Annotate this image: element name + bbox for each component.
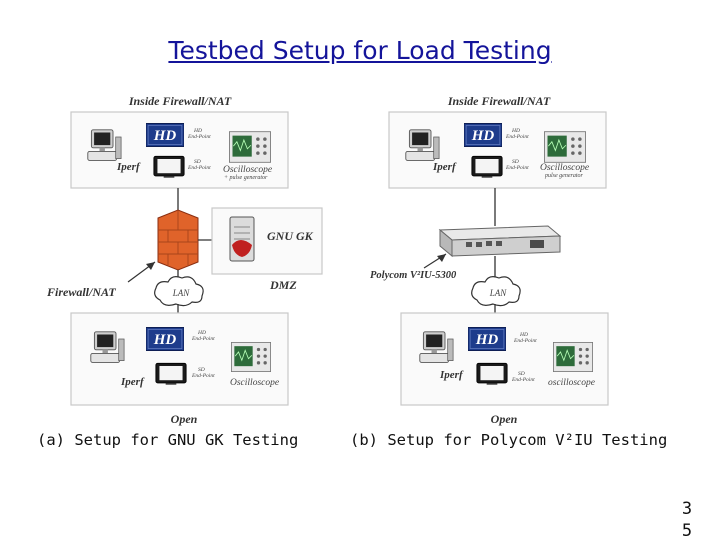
slide-title: Testbed Setup for Load Testing [168,36,552,65]
right-bottom-hd-badge: HD [468,327,506,351]
right-caption: (b) Setup for Polycom V²IU Testing [350,431,668,449]
oscilloscope-icon [553,342,593,372]
left-gk-label: GNU GK [267,229,314,243]
left-bottom-iperf-label: Iperf [120,376,145,388]
svg-text:HD: HD [471,128,495,144]
left-caption: (a) Setup for GNU GK Testing [37,431,299,449]
right-lan-label: LAN [489,288,508,298]
left-lan-label: LAN [172,288,191,298]
left-open-label: Open [171,412,198,426]
oscilloscope-icon [231,342,271,372]
oscilloscope-icon [229,131,271,163]
svg-text:HD: HD [153,128,177,144]
right-hd-badge: HD [464,123,502,147]
lan-cloud-icon [471,276,521,307]
tv-icon [153,155,185,179]
right-iperf-label: Iperf [432,161,457,173]
right-open-label: Open [491,412,518,426]
page-number: 35 [681,499,693,541]
left-top-label: Inside Firewall/NAT [128,94,232,108]
firewall-icon [157,209,199,271]
left-bottom-osc-label: Oscilloscope [230,378,279,388]
tv-icon [155,362,187,386]
right-bottom-osc-label: oscilloscope [548,378,595,388]
right-v2iu-label: Polycom V²IU-5300 [370,270,457,281]
left-hd-badge: HD [146,123,184,147]
oscilloscope-icon [544,131,586,163]
left-firewall-label: Firewall/NAT [46,285,116,299]
right-bottom-iperf-label: Iperf [439,369,464,381]
left-dmz-label: DMZ [269,278,297,292]
v2iu-device-icon [438,225,562,258]
left-bottom-hd-badge: HD [146,327,184,351]
left-top-osc-label: Oscilloscope+ pulse generator [223,165,272,181]
right-top-label: Inside Firewall/NAT [447,94,551,108]
tv-icon [471,155,503,179]
left-iperf-label: Iperf [116,161,141,173]
server-icon [229,216,255,262]
lan-cloud-icon [154,276,204,307]
svg-text:HD: HD [475,332,499,348]
tv-icon [476,362,508,386]
svg-text:HD: HD [153,332,177,348]
